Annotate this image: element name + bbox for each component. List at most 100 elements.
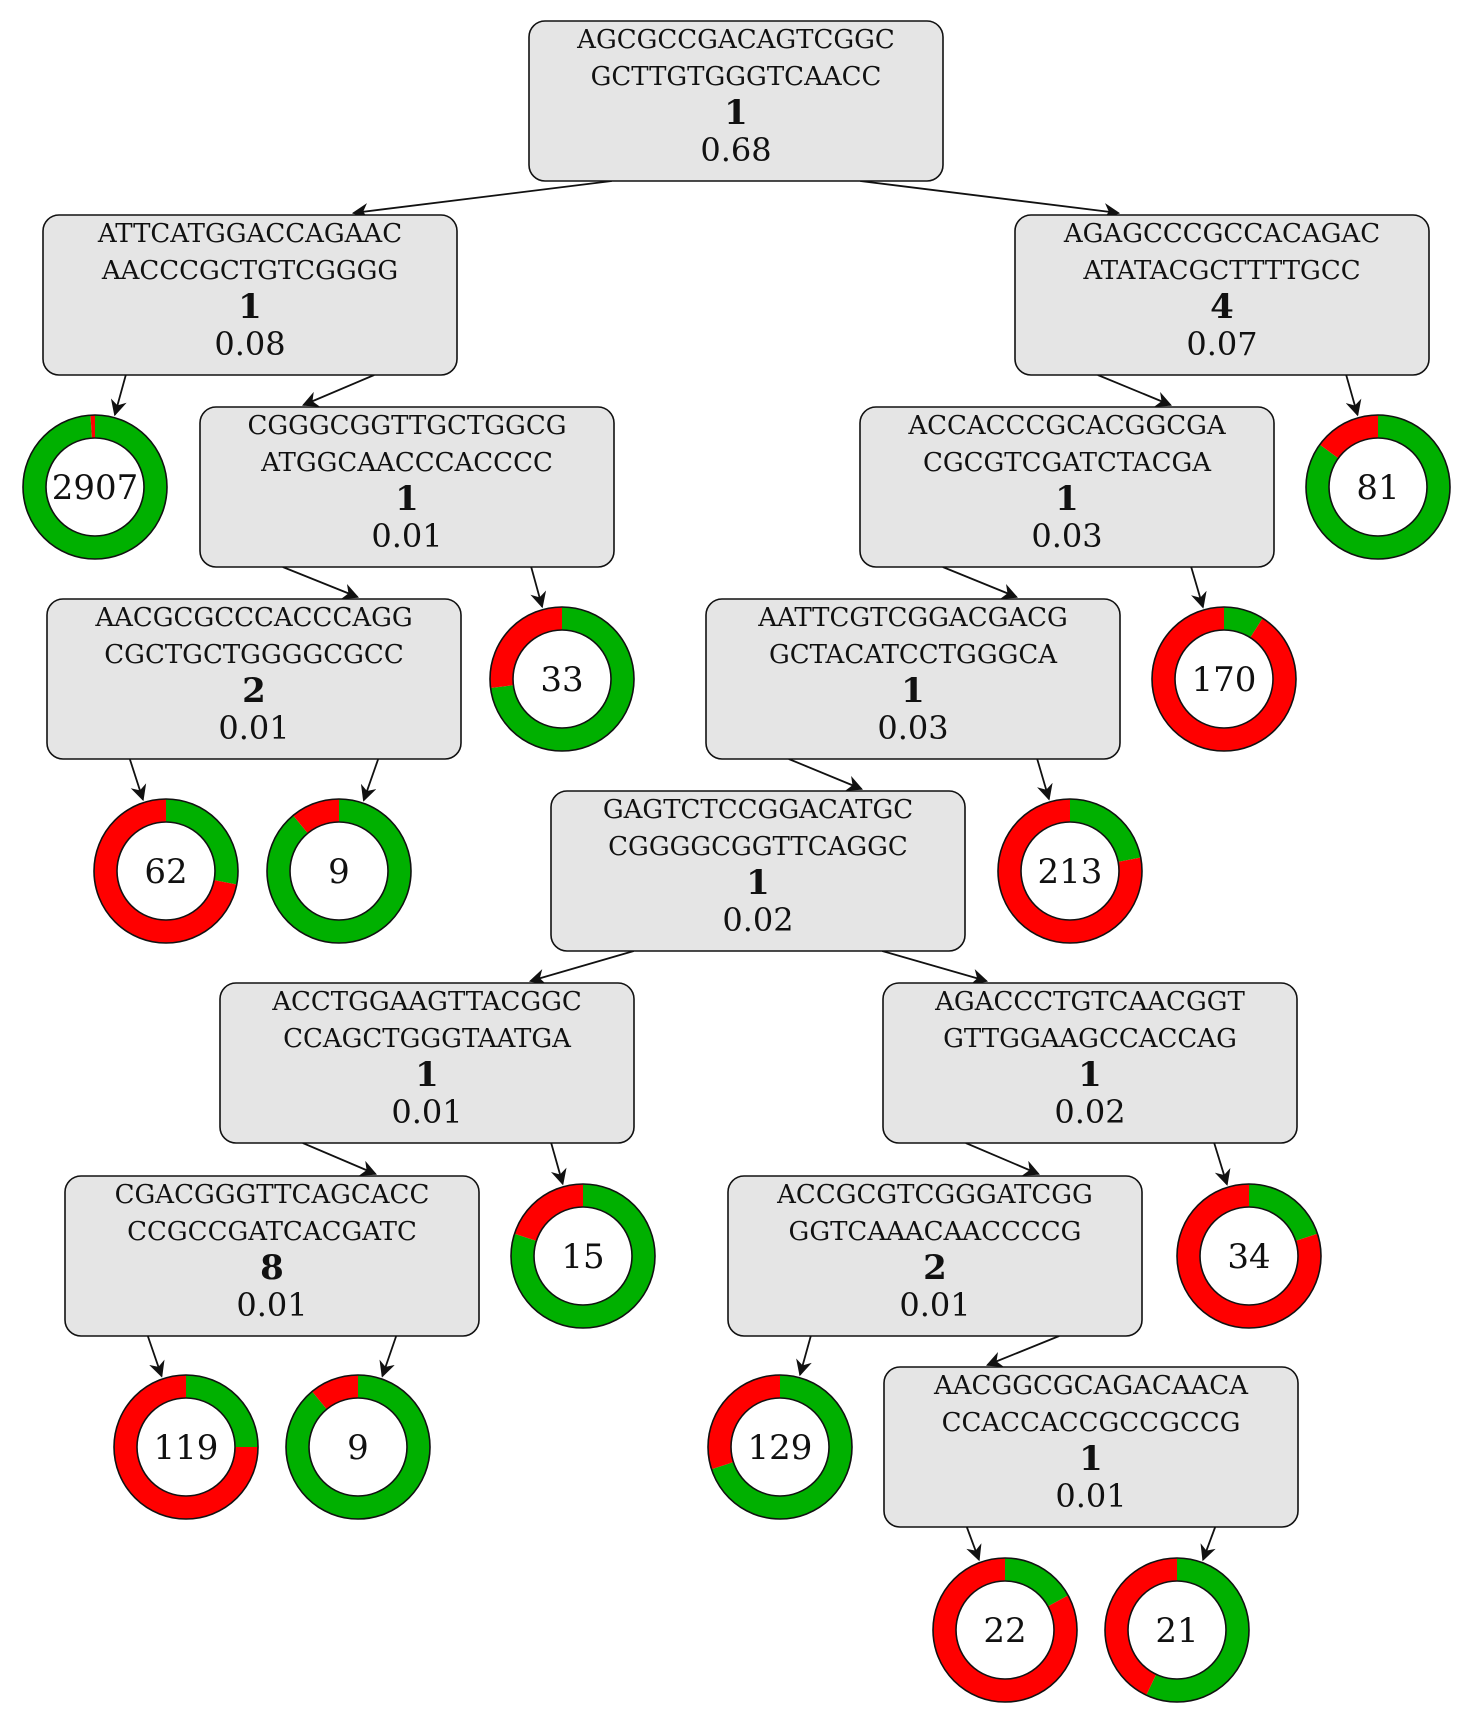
- node-sequence-line-2: CGGGGCGGTTCAGGC: [608, 832, 908, 862]
- leaf-count: 9: [347, 1428, 369, 1468]
- node-count: 1: [1055, 479, 1079, 519]
- leaf-inner-border: [730, 1397, 830, 1497]
- leaf-outer-border: [1151, 606, 1297, 752]
- node-sequence-line-2: CCGCCGATCACGATC: [127, 1217, 417, 1247]
- node-box: [883, 1366, 1299, 1528]
- leaf-ring-negative: [1319, 415, 1379, 459]
- node-score: 0.02: [722, 901, 793, 939]
- node-sequence-line-1: AACGGCGCAGACAACA: [933, 1371, 1249, 1401]
- node-sequence-line-1: CGGGCGGTTGCTGGCG: [247, 411, 566, 441]
- edges-layer: [110, 180, 1362, 1562]
- node-box: [64, 1175, 480, 1337]
- node-box: [528, 20, 944, 182]
- tree-edge: [1345, 374, 1362, 417]
- leaf-count: 170: [1192, 660, 1257, 700]
- tree-edge: [379, 1335, 398, 1378]
- leaf-outer-border: [22, 414, 168, 560]
- leaf-node: 33: [489, 606, 635, 752]
- node-box: [46, 598, 462, 760]
- leaf-count: 22: [983, 1611, 1026, 1651]
- node-score: 0.01: [236, 1286, 307, 1324]
- node-sequence-line-1: AGCGCCGACAGTCGGC: [576, 25, 895, 55]
- node-sequence-line-1: ACCGCGTCGGGATCGG: [776, 1180, 1093, 1210]
- leaf-inner-border: [289, 821, 389, 921]
- leaf-inner-border: [1127, 1580, 1227, 1680]
- node-box: [219, 982, 635, 1144]
- leaf-inner-border: [512, 629, 612, 729]
- tree-edge: [965, 1526, 982, 1562]
- leaf-count: 33: [540, 660, 583, 700]
- tree-edge: [282, 566, 360, 600]
- leaf-node: 9: [285, 1374, 431, 1520]
- leaf-node: 9: [266, 798, 412, 944]
- node-sequence-line-1: ACCTGGAAGTTACGGC: [271, 987, 582, 1017]
- leaf-count: 213: [1038, 852, 1103, 892]
- node-count: 2: [923, 1248, 947, 1288]
- leaf-outer-border: [1176, 1183, 1322, 1329]
- leaf-outer-border: [997, 798, 1143, 944]
- tree-edge: [796, 1335, 812, 1377]
- node-sequence-line-1: ACCACCCGCACGGCGA: [907, 411, 1227, 441]
- tree-edge: [128, 758, 147, 802]
- leaf-inner-border: [533, 1206, 633, 1306]
- tree-edge: [1097, 374, 1172, 407]
- leaf-count: 2907: [52, 468, 139, 508]
- node-sequence-line-2: CCAGCTGGGTAATGA: [283, 1024, 572, 1054]
- node-count: 4: [1210, 287, 1234, 327]
- tree-edge: [146, 1335, 165, 1378]
- node-count: 1: [746, 863, 770, 903]
- node-box: [882, 982, 1298, 1144]
- leaf-outer-border: [932, 1557, 1078, 1703]
- node-count: 1: [395, 479, 419, 519]
- leaf-outer-border: [489, 606, 635, 752]
- node-score: 0.03: [1031, 517, 1102, 555]
- node-sequence-line-2: ATATACGCTTTTGCC: [1082, 256, 1360, 286]
- leaf-node: 34: [1176, 1183, 1322, 1329]
- tree-edge: [881, 950, 989, 985]
- node-sequence-line-2: GGTCAAACAACCCCG: [789, 1217, 1082, 1247]
- node-score: 0.02: [1054, 1093, 1125, 1131]
- node-sequence-line-2: GCTACATCCTGGGCA: [769, 640, 1058, 670]
- node-sequence-line-2: GCTTGTGGGTCAACC: [591, 62, 882, 92]
- node-sequence-line-2: ATGGCAACCCACCCC: [260, 448, 553, 478]
- leaf-ring-negative: [514, 1184, 584, 1242]
- tree-edge: [1036, 758, 1053, 801]
- leaf-node: 22: [932, 1557, 1078, 1703]
- leaf-node: 119: [113, 1374, 259, 1520]
- leaf-outer-border: [266, 798, 412, 944]
- node-count: 1: [724, 93, 748, 133]
- leaf-node: 81: [1305, 414, 1451, 560]
- leaf-ring-negative: [94, 799, 237, 943]
- node-box: [859, 406, 1275, 568]
- leaf-ring-negative: [708, 1375, 781, 1470]
- leaf-ring-negative: [933, 1558, 1077, 1702]
- leaf-inner-border: [136, 1397, 236, 1497]
- leaf-ring-negative: [490, 607, 563, 689]
- node-sequence-line-1: ATTCATGGACCAGAAC: [97, 219, 402, 249]
- tree-edge: [1200, 1526, 1217, 1562]
- leaf-ring-positive: [1223, 607, 1263, 638]
- tree-edge: [965, 1142, 1040, 1176]
- node-score: 0.01: [391, 1093, 462, 1131]
- leaf-ring-positive: [23, 415, 167, 559]
- node-box: [42, 214, 458, 376]
- leaf-ring-negative: [312, 1375, 359, 1410]
- leaf-count: 119: [154, 1428, 219, 1468]
- leaf-inner-border: [308, 1397, 408, 1497]
- leaf-inner-border: [1199, 1206, 1299, 1306]
- tree-edge: [860, 180, 1121, 220]
- leaf-node: 129: [707, 1374, 853, 1520]
- leaf-outer-border: [1104, 1557, 1250, 1703]
- tree-edge: [550, 1142, 567, 1186]
- node-count: 1: [901, 671, 925, 711]
- node-box: [199, 406, 615, 568]
- leaf-ring-positive: [1069, 799, 1141, 863]
- leaf-ring-positive: [165, 799, 238, 885]
- leaf-node: 21: [1104, 1557, 1250, 1703]
- leaf-ring-positive: [1248, 1184, 1318, 1242]
- leaf-ring-positive: [1146, 1558, 1249, 1702]
- node-sequence-line-1: GAGTCTCCGGACATGC: [603, 795, 913, 825]
- leaf-inner-border: [1174, 629, 1274, 729]
